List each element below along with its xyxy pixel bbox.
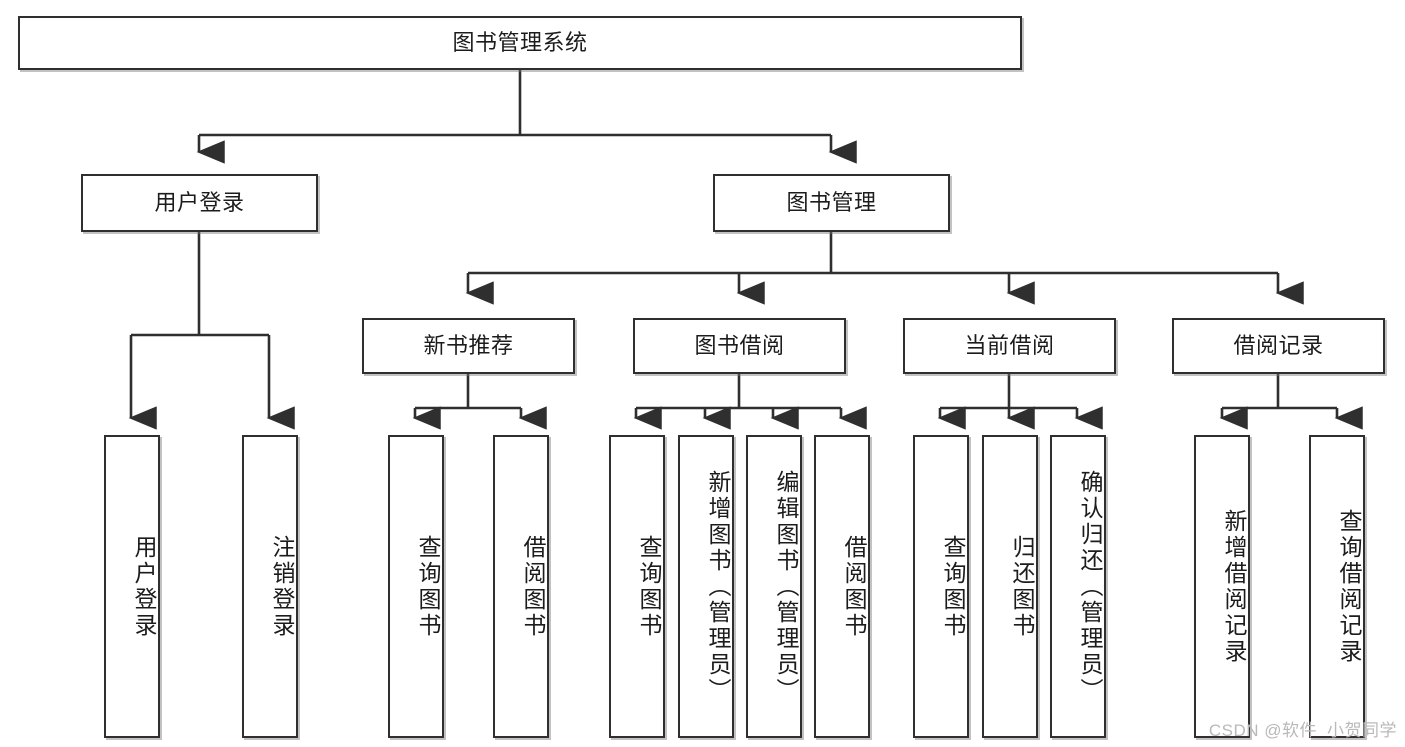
node-label: 图书管理	[786, 189, 877, 215]
leaf-recommend-query-book[interactable]: 查询图书	[388, 435, 444, 738]
leaf-recommend-borrow-book[interactable]: 借阅图书	[493, 435, 549, 738]
node-label: 借阅记录	[1233, 332, 1324, 358]
leaf-current-query-book[interactable]: 查询图书	[913, 435, 969, 738]
node-label: 当前借阅	[964, 332, 1055, 358]
leaf-record-add[interactable]: 新增借阅记录	[1194, 435, 1250, 738]
node-label: 查询图书	[415, 534, 441, 639]
node-label: 确认归还（管理员）	[1077, 469, 1103, 704]
node-label: 新增图书（管理员）	[705, 469, 731, 704]
node-book-borrow[interactable]: 图书借阅	[633, 318, 846, 374]
leaf-record-query[interactable]: 查询借阅记录	[1309, 435, 1365, 738]
node-label: 归还图书	[1009, 534, 1035, 639]
node-label: 注销登录	[269, 534, 295, 639]
node-label: 图书借阅	[694, 332, 785, 358]
leaf-borrow-add-book[interactable]: 新增图书（管理员）	[678, 435, 734, 738]
node-borrow-record[interactable]: 借阅记录	[1172, 318, 1385, 374]
leaf-user-login[interactable]: 用户登录	[104, 435, 160, 738]
node-label: 图书管理系统	[452, 29, 588, 55]
node-user-login[interactable]: 用户登录	[81, 174, 318, 232]
node-label: 新增借阅记录	[1221, 508, 1247, 665]
node-label: 借阅图书	[520, 534, 546, 639]
node-book-management[interactable]: 图书管理	[713, 174, 950, 232]
leaf-user-logout[interactable]: 注销登录	[242, 435, 298, 738]
node-new-book-recommend[interactable]: 新书推荐	[362, 318, 575, 374]
leaf-current-confirm-return[interactable]: 确认归还（管理员）	[1050, 435, 1106, 738]
node-label: 查询图书	[636, 534, 662, 639]
leaf-current-return-book[interactable]: 归还图书	[982, 435, 1038, 738]
node-label: 用户登录	[154, 189, 245, 215]
node-label: 用户登录	[131, 534, 157, 639]
node-label: 编辑图书（管理员）	[773, 469, 799, 704]
leaf-borrow-borrow-book[interactable]: 借阅图书	[814, 435, 870, 738]
node-label: 新书推荐	[423, 332, 514, 358]
node-label: 查询借阅记录	[1336, 508, 1362, 665]
leaf-borrow-edit-book[interactable]: 编辑图书（管理员）	[746, 435, 802, 738]
node-root[interactable]: 图书管理系统	[18, 16, 1022, 70]
csdn-watermark: CSDN @软件_小贺同学	[1208, 721, 1397, 740]
node-label: 借阅图书	[841, 534, 867, 639]
node-current-borrow[interactable]: 当前借阅	[903, 318, 1116, 374]
node-label: 查询图书	[940, 534, 966, 639]
leaf-borrow-query-book[interactable]: 查询图书	[609, 435, 665, 738]
